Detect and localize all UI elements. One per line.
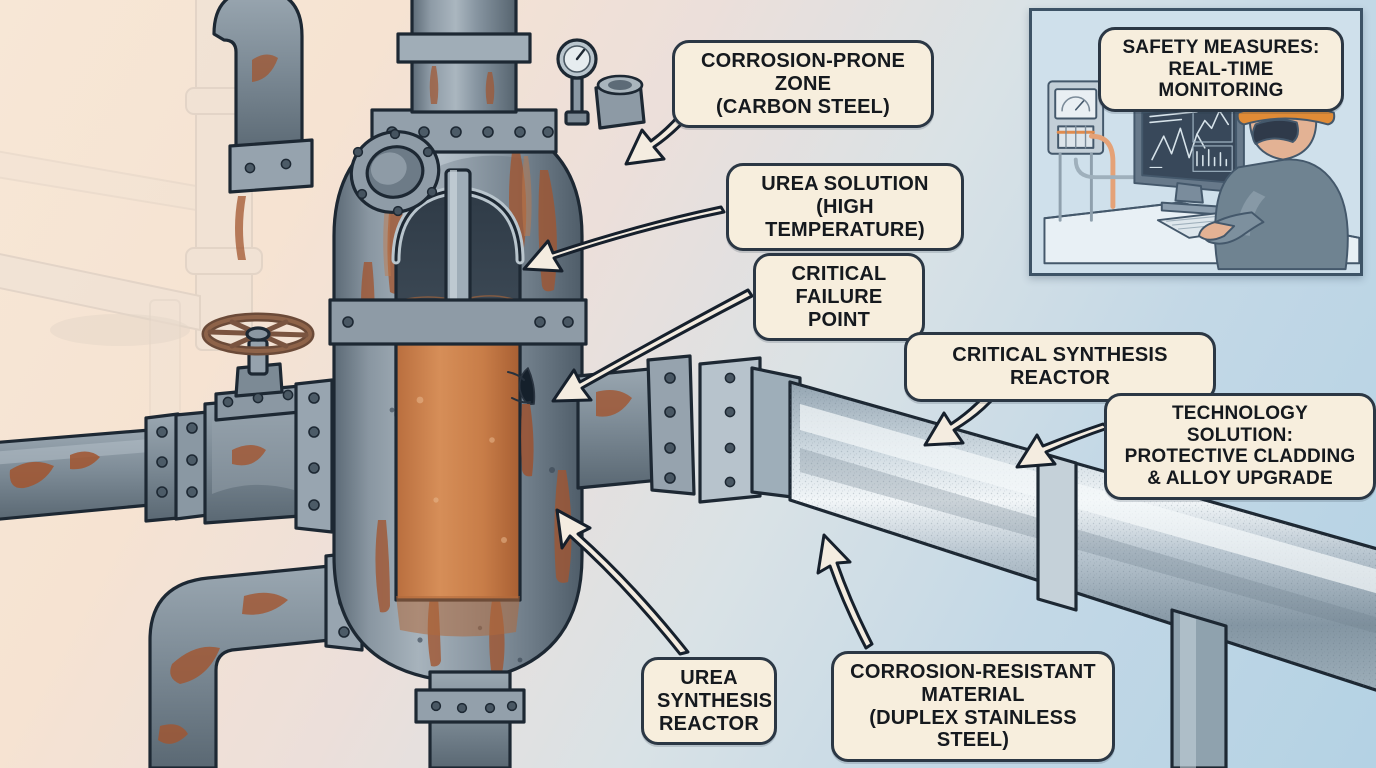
arrow-corrosion-resistant-material — [816, 533, 874, 650]
callout-urea-solution[interactable]: UREA SOLUTION (HIGH TEMPERATURE) — [726, 163, 964, 252]
arrow-urea-solution — [522, 205, 726, 273]
arrow-technology-solution — [1015, 422, 1110, 469]
callout-corrosion-prone-zone[interactable]: CORROSION-PRONE ZONE (CARBON STEEL) — [672, 40, 934, 129]
callout-critical-synthesis-reactor[interactable]: CRITICAL SYNTHESIS REACTOR — [904, 332, 1216, 402]
callout-urea-synthesis-reactor[interactable]: UREA SYNTHESIS REACTOR — [641, 657, 777, 746]
arrow-urea-synthesis-reactor — [555, 508, 690, 656]
callout-technology-solution[interactable]: TECHNOLOGY SOLUTION: PROTECTIVE CLADDING… — [1104, 393, 1376, 500]
arrow-critical-failure-point — [551, 288, 754, 403]
callout-critical-failure-point[interactable]: CRITICAL FAILURE POINT — [753, 253, 925, 342]
control-room-inset[interactable] — [1029, 8, 1363, 276]
callout-corrosion-resistant-material[interactable]: CORROSION-RESISTANT MATERIAL (DUPLEX STA… — [831, 651, 1115, 763]
callout-safety-measures[interactable]: SAFETY MEASURES: REAL-TIME MONITORING — [1098, 27, 1344, 112]
